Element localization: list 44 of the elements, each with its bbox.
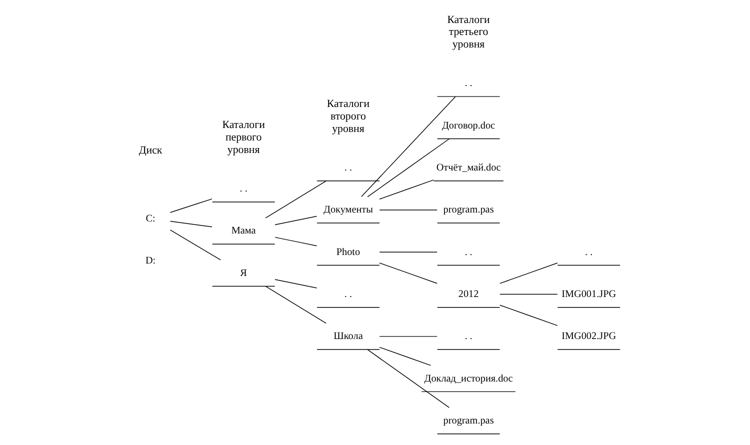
label: Диск: [138, 144, 162, 157]
node-text: Школа: [333, 331, 362, 342]
node-text: Photo: [336, 246, 360, 258]
connector: [366, 349, 450, 408]
node-text: Мама: [230, 226, 256, 237]
connector: [360, 96, 456, 198]
connector: [169, 198, 212, 213]
connector: [378, 346, 431, 366]
node-text: . .: [344, 162, 352, 174]
node-text: program.pas: [442, 415, 494, 426]
node-text: Договор.doc: [441, 120, 495, 132]
connector: [378, 336, 437, 337]
connector: [274, 279, 317, 288]
connector: [274, 236, 317, 246]
node-text: . .: [584, 246, 592, 258]
connector: [499, 262, 558, 284]
connector: [378, 180, 434, 200]
node-text: Документы: [323, 204, 372, 216]
node-text: IMG001.JPG: [561, 288, 616, 300]
connector: [264, 286, 326, 324]
node-text: 2012: [458, 288, 478, 300]
node-text: C:: [145, 213, 155, 224]
connector: [264, 180, 326, 218]
node-text: Доклад_история.doc: [424, 373, 512, 384]
node-text: . .: [239, 184, 247, 195]
node-text: . .: [344, 288, 352, 300]
connector: [499, 294, 558, 295]
node-text: D:: [144, 256, 156, 267]
node-text: . .: [464, 331, 472, 342]
label: Каталоги первого уровня: [222, 119, 264, 156]
connector: [169, 220, 212, 228]
connector: [499, 304, 558, 326]
connector: [274, 216, 317, 226]
node-text: Отчёт_май.doc: [436, 162, 500, 174]
node-text: IMG002.JPG: [561, 331, 616, 342]
label: Каталоги второго уровня: [326, 98, 370, 135]
connector: [366, 138, 450, 198]
connector: [169, 230, 221, 260]
node-text: . .: [464, 246, 472, 258]
node-text: program.pas: [442, 204, 494, 216]
connector: [378, 262, 437, 284]
label: Каталоги третьего уровня: [446, 14, 490, 51]
node-text: Я: [240, 268, 246, 279]
node-text: . .: [464, 78, 472, 90]
